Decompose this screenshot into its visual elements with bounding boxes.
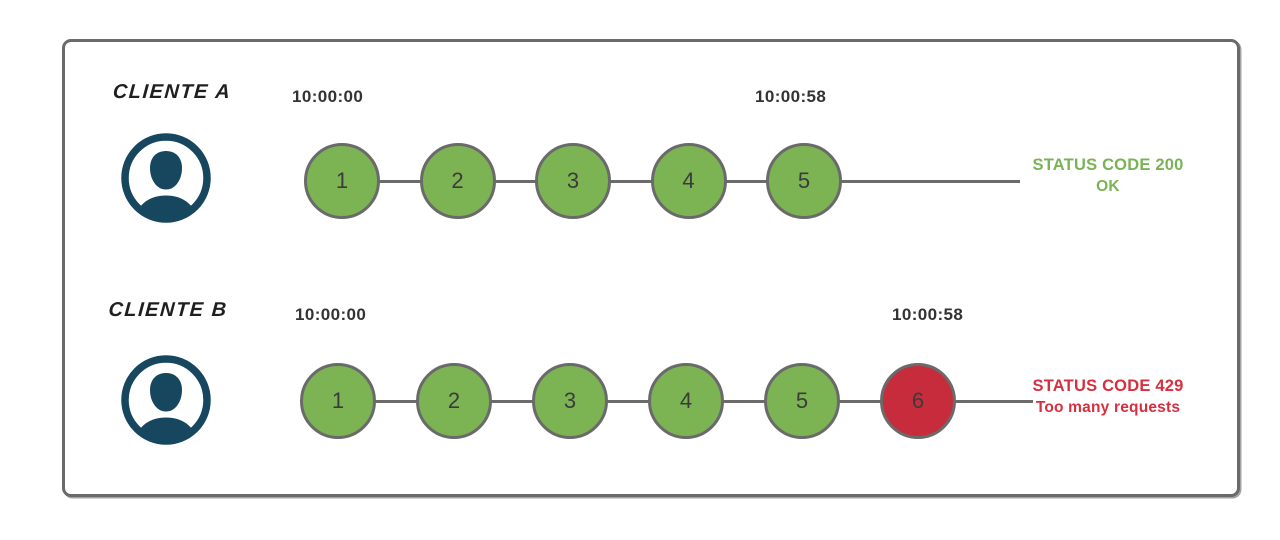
client-a-label: CLIENTE A bbox=[112, 81, 232, 103]
user-avatar-icon bbox=[121, 355, 211, 445]
status-message-label: OK bbox=[1096, 178, 1120, 195]
status-code-label: STATUS CODE 200 bbox=[1032, 156, 1184, 174]
status-text-b: STATUS CODE 429 Too many requests bbox=[1022, 376, 1194, 418]
client-b-label: CLIENTE B bbox=[107, 299, 229, 321]
status-text-a: STATUS CODE 200 OK bbox=[1022, 155, 1194, 197]
user-avatar-icon bbox=[121, 133, 211, 223]
timestamp-start-b: 10:00:00 bbox=[295, 305, 367, 324]
timestamp-end-a: 10:00:58 bbox=[755, 87, 827, 106]
timestamp-start-a: 10:00:00 bbox=[292, 87, 364, 106]
status-message-label: Too many requests bbox=[1035, 399, 1181, 416]
timestamp-end-b: 10:00:58 bbox=[892, 305, 964, 324]
diagram-frame bbox=[62, 39, 1240, 497]
status-code-label: STATUS CODE 429 bbox=[1032, 377, 1184, 395]
